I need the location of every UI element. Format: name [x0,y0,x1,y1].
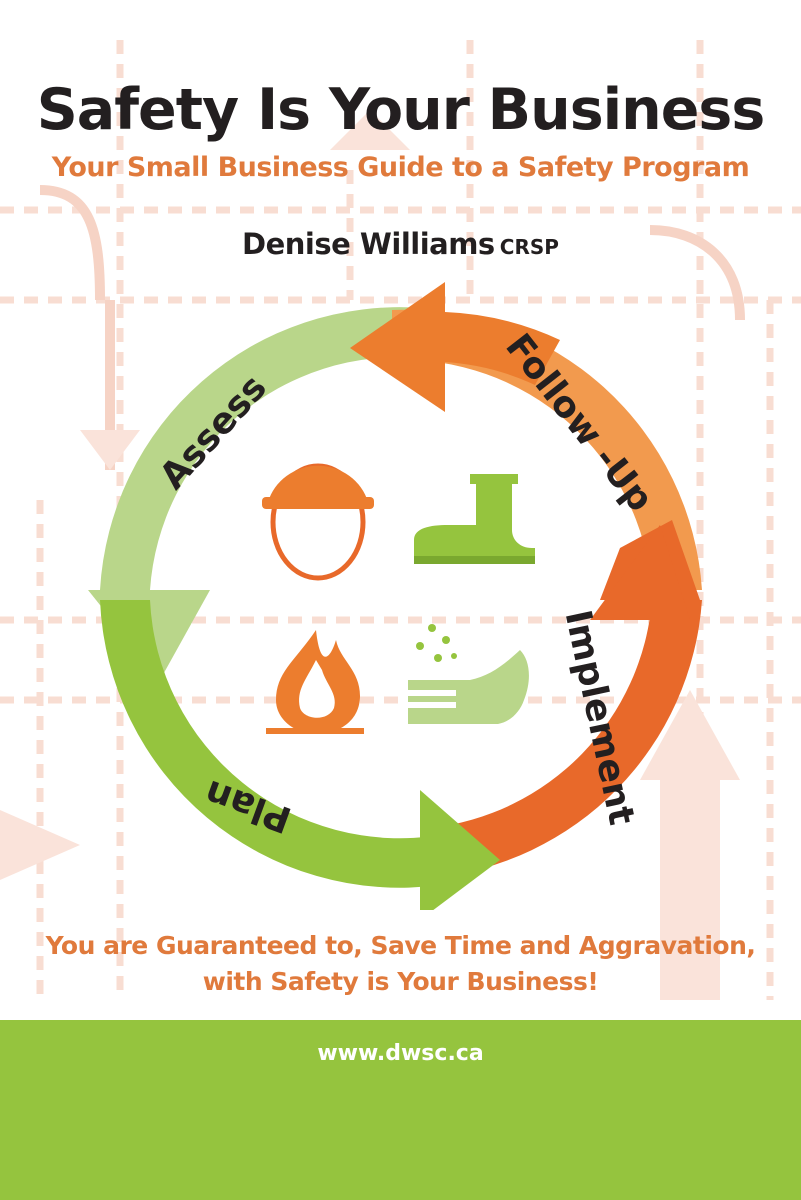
author-line: Denise Williams CRSP [0,224,801,269]
fire-icon [266,630,364,734]
hand-chemical-splash-icon [408,624,529,724]
tagline-line-1: You are Guaranteed to, Save Time and Agg… [45,931,756,960]
footer-band [0,1020,801,1200]
book-subtitle: Your Small Business Guide to a Safety Pr… [51,152,750,183]
plan-arrow [100,600,500,910]
author-name: Denise Williams [242,227,495,261]
safety-cycle-diagram: Assess Follow -Up Implement Plan [88,282,702,910]
website-url: www.dwsc.ca [317,1041,484,1066]
hard-hat-head-icon [262,463,374,581]
author-credential: CRSP [499,235,559,259]
tagline: You are Guaranteed to, Save Time and Agg… [0,928,801,1000]
tagline-line-2: with Safety is Your Business! [202,967,599,996]
book-title: Safety Is Your Business [36,77,766,143]
safety-boot-icon [414,474,535,564]
